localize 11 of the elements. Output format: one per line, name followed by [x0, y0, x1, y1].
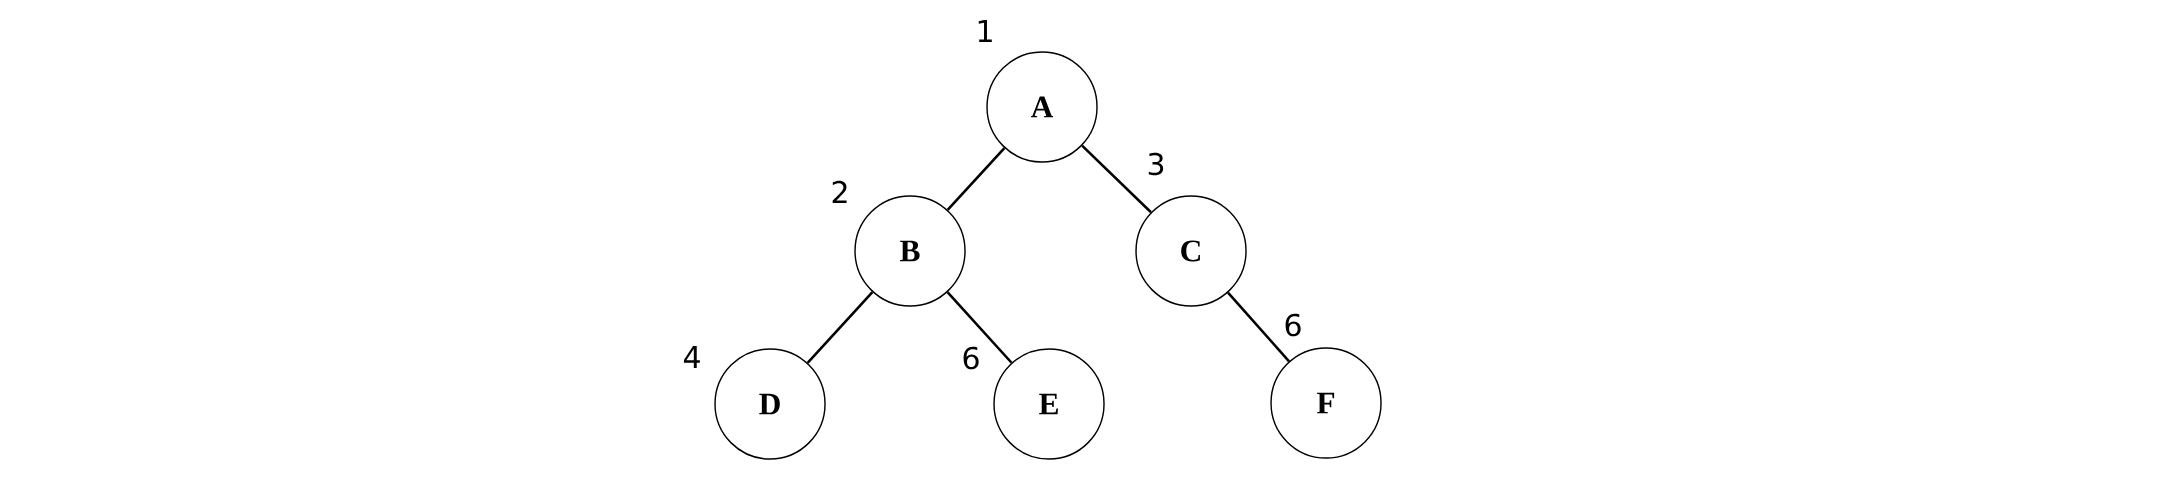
tree-edge — [946, 291, 1013, 364]
tree-edge — [946, 147, 1006, 211]
tree-edge — [1081, 144, 1152, 214]
node-number: 6 — [1285, 313, 1301, 337]
node-number: 1 — [978, 20, 992, 42]
node-number: 3 — [1148, 152, 1164, 176]
node-number: 6 — [963, 346, 979, 370]
tree-edge — [1227, 291, 1290, 363]
node-number: 2 — [832, 180, 847, 204]
node-number: 4 — [683, 346, 700, 368]
tree-edge — [806, 291, 874, 364]
